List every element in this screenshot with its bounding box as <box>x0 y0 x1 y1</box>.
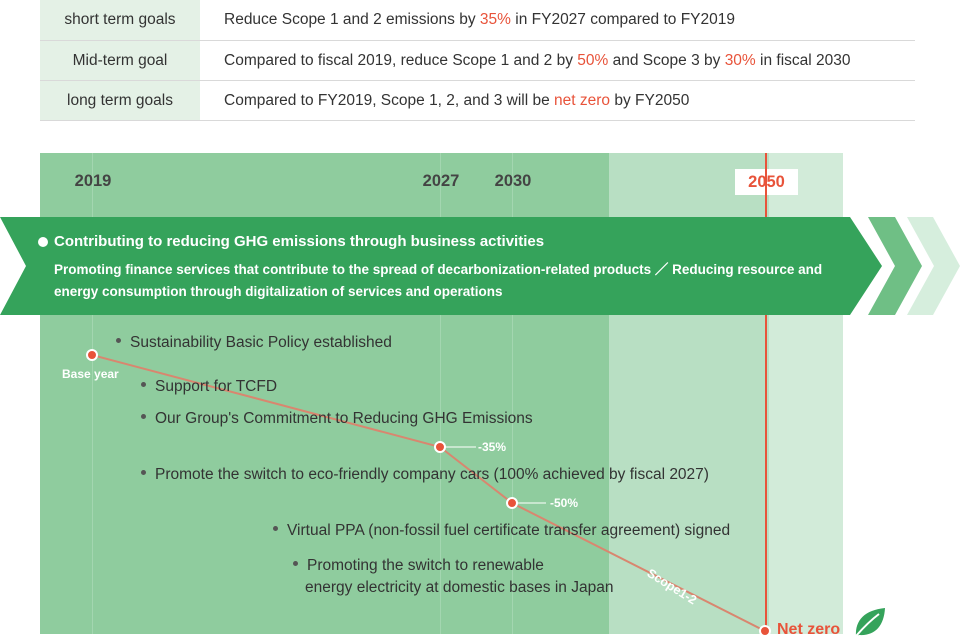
net-zero-label: Net zero <box>777 621 841 638</box>
banner-title: Contributing to reducing GHG emissions t… <box>38 233 544 250</box>
milestone-item: Our Group's Commitment to Reducing GHG E… <box>141 408 533 430</box>
base-year-label: Base year <box>62 367 119 381</box>
leaf-icon <box>855 608 885 637</box>
goal-row-long: long term goals Compared to FY2019, Scop… <box>40 81 915 121</box>
milestone-item-continued: energy electricity at domestic bases in … <box>305 579 614 596</box>
business-activities-banner <box>0 217 960 315</box>
milestone-item: Promoting the switch to renewable <box>293 555 544 577</box>
goal-label: long term goals <box>40 81 200 120</box>
reduction-50-label: -50% <box>550 496 579 510</box>
milestone-item: Virtual PPA (non-fossil fuel certificate… <box>273 520 730 542</box>
goal-text: Reduce Scope 1 and 2 emissions by 35% in… <box>224 11 735 28</box>
milestone-item: Support for TCFD <box>141 376 277 398</box>
goal-row-mid: Mid-term goal Compared to fiscal 2019, r… <box>40 41 915 81</box>
bullet-icon <box>38 236 48 247</box>
goal-label: short term goals <box>40 0 200 40</box>
banner-description: Promoting finance services that contribu… <box>54 262 823 299</box>
year-2030-label: 2030 <box>494 172 532 190</box>
goals-table: short term goals Reduce Scope 1 and 2 em… <box>40 0 915 121</box>
goal-row-short: short term goals Reduce Scope 1 and 2 em… <box>40 0 915 41</box>
goal-label: Mid-term goal <box>40 41 200 80</box>
year-2027-label: 2027 <box>422 172 460 190</box>
milestone-item: Promote the switch to eco-friendly compa… <box>141 464 709 486</box>
target-2050-line <box>765 153 767 633</box>
milestone-item: Sustainability Basic Policy established <box>116 332 392 354</box>
reduction-35-label: -35% <box>478 440 507 454</box>
year-2019-label: 2019 <box>74 172 112 190</box>
goal-text: Compared to fiscal 2019, reduce Scope 1 … <box>224 51 851 69</box>
chevron-arrows-icon <box>0 217 960 315</box>
goal-text: Compared to FY2019, Scope 1, 2, and 3 wi… <box>224 91 690 109</box>
